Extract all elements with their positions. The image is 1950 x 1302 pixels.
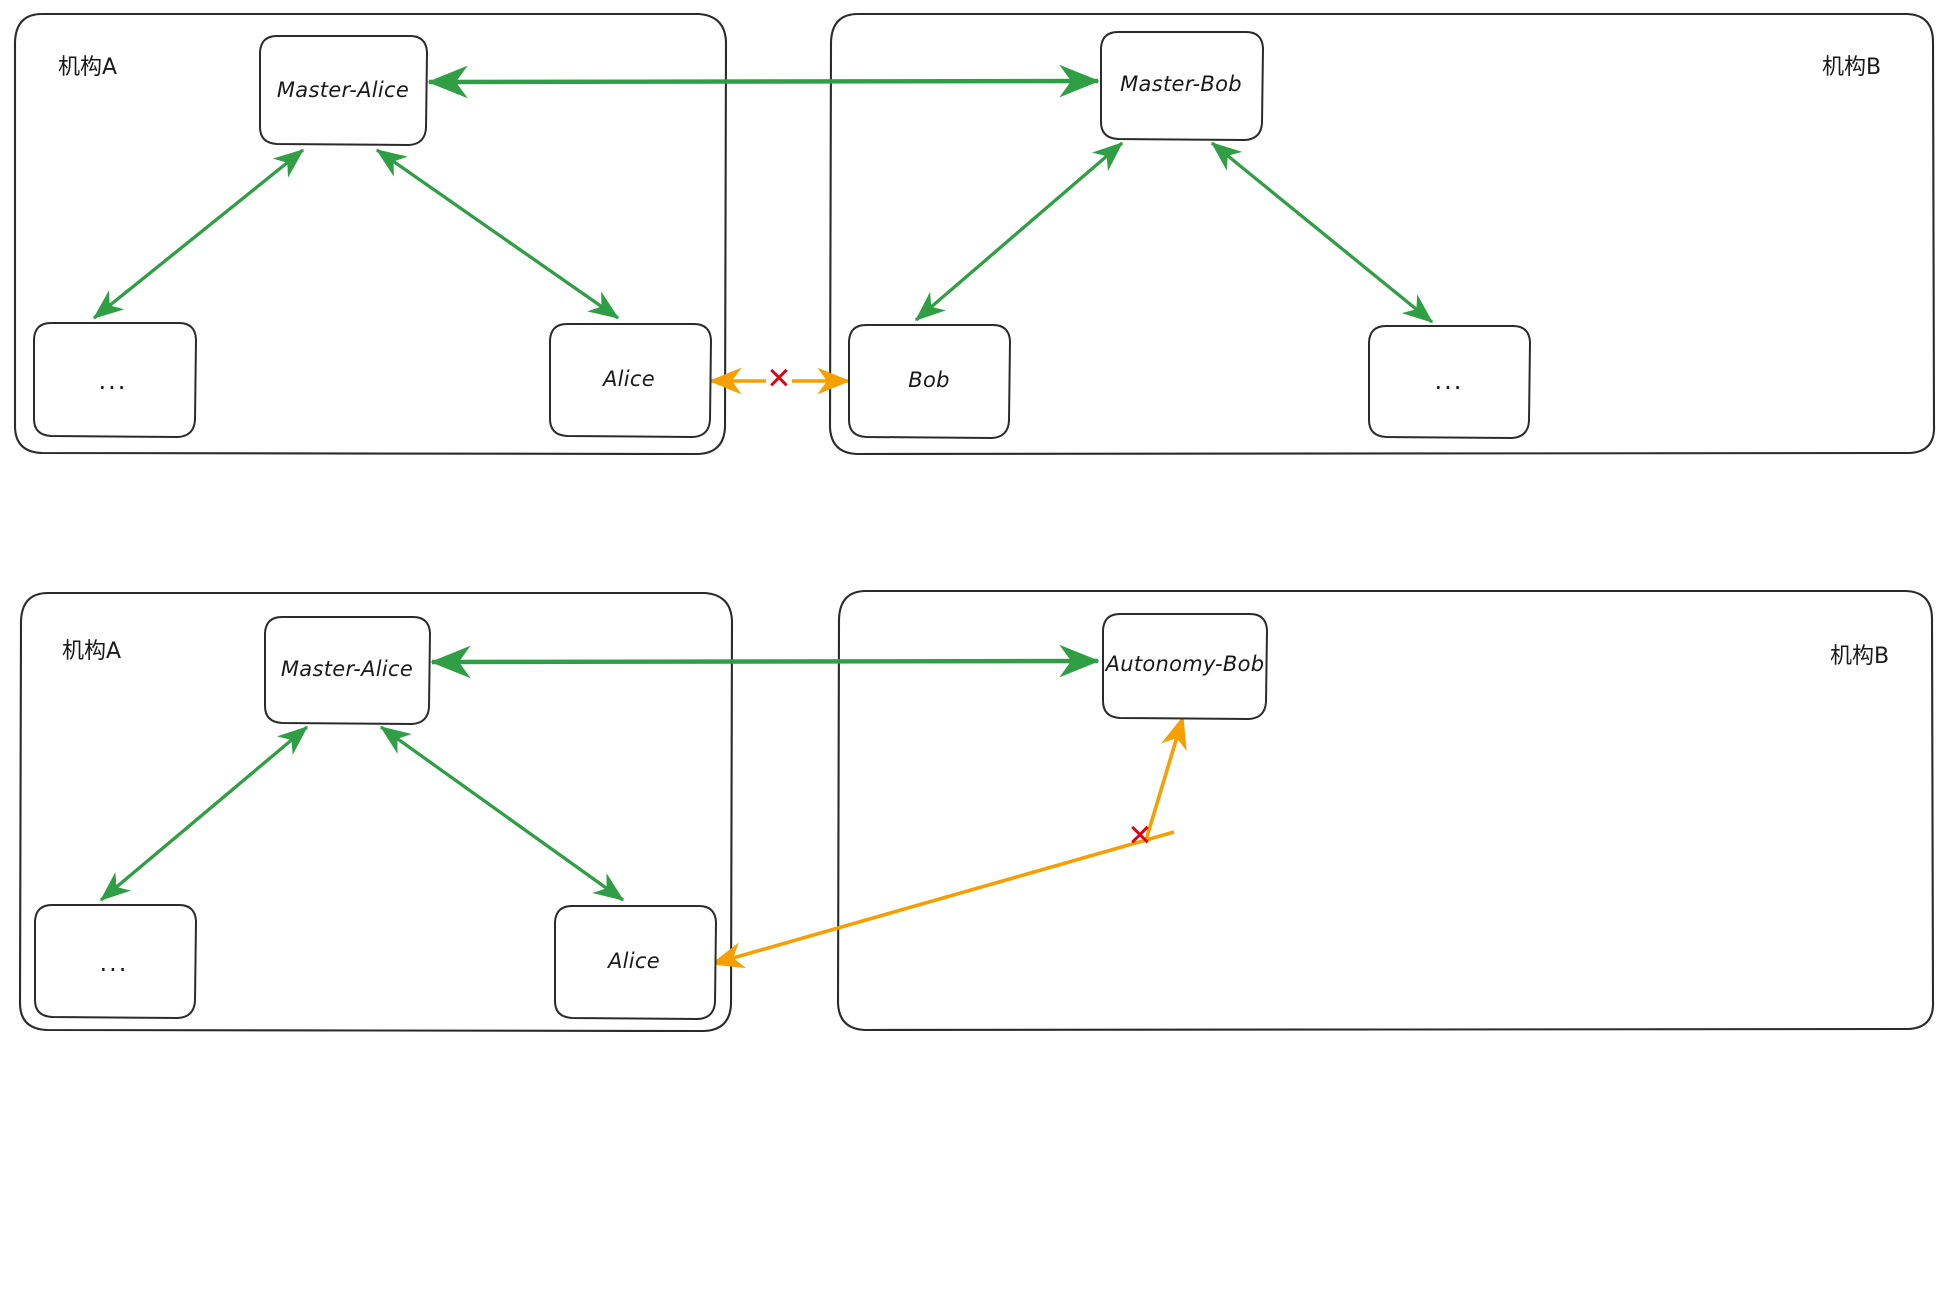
- edge-top-master-alice-dots: [92, 148, 305, 320]
- node-bottom-autonomy-bob[interactable]: Autonomy-Bob: [1102, 613, 1268, 720]
- edge-bottom-alice-autonomy-line-upper: [1144, 715, 1187, 841]
- node-label-bottom-autonomy-bob: Autonomy-Bob: [1104, 652, 1265, 676]
- blocked-x-icon-bottom: ✕: [1127, 819, 1152, 854]
- group-label-top-org-b: 机构B: [1822, 55, 1881, 80]
- node-bottom-dots-a[interactable]: ...: [34, 904, 197, 1019]
- edge-top-master-bob-dots: [1210, 141, 1434, 324]
- node-top-master-alice[interactable]: Master-Alice: [259, 35, 428, 146]
- node-top-dots-a[interactable]: ...: [33, 322, 197, 438]
- edge-bottom-alice-autonomy-line-lower: [710, 830, 1175, 969]
- group-label-bottom-org-b: 机构B: [1830, 644, 1889, 669]
- edge-bottom-master-alice-dots: [99, 725, 309, 902]
- edges-bottom: [99, 644, 1100, 902]
- edge-bottom-master-alice-alice: [379, 725, 625, 902]
- node-label-bottom-master-alice: Master-Alice: [281, 657, 413, 681]
- edge-top-master-alice-alice: [375, 148, 620, 320]
- edge-bottom-master-alice-autonomy-bob: [430, 644, 1100, 679]
- blocked-x-icon-top: ✕: [766, 362, 791, 397]
- node-top-alice[interactable]: Alice: [549, 323, 712, 438]
- node-label-top-master-alice: Master-Alice: [277, 78, 409, 102]
- node-bottom-master-alice[interactable]: Master-Alice: [264, 616, 431, 725]
- node-label-bottom-dots-a: ...: [100, 949, 129, 977]
- edge-bottom-alice-autonomy-blocked: ✕: [710, 715, 1187, 969]
- node-top-master-bob[interactable]: Master-Bob: [1100, 31, 1264, 141]
- group-bottom-org-b: 机构B: [836, 589, 1935, 1032]
- node-label-top-alice: Alice: [601, 367, 655, 391]
- node-label-top-bob: Bob: [908, 368, 950, 392]
- node-top-bob[interactable]: Bob: [848, 324, 1011, 439]
- node-label-bottom-alice: Alice: [606, 949, 660, 973]
- group-bottom-org-a: 机构A: [18, 591, 734, 1033]
- node-bottom-alice[interactable]: Alice: [554, 905, 717, 1020]
- group-label-bottom-org-a: 机构A: [62, 639, 121, 664]
- node-label-top-dots-b: ...: [1435, 367, 1464, 395]
- node-label-top-master-bob: Master-Bob: [1120, 72, 1242, 96]
- node-top-dots-b[interactable]: ...: [1368, 325, 1531, 439]
- group-label-top-org-a: 机构A: [58, 55, 117, 80]
- edge-top-master-bob-bob: [914, 141, 1124, 322]
- edge-top-alice-bob-blocked: ✕: [708, 362, 851, 397]
- node-label-top-dots-a: ...: [99, 367, 128, 395]
- edges-top: [92, 64, 1434, 324]
- edge-top-master-alice-master-bob: [427, 64, 1100, 99]
